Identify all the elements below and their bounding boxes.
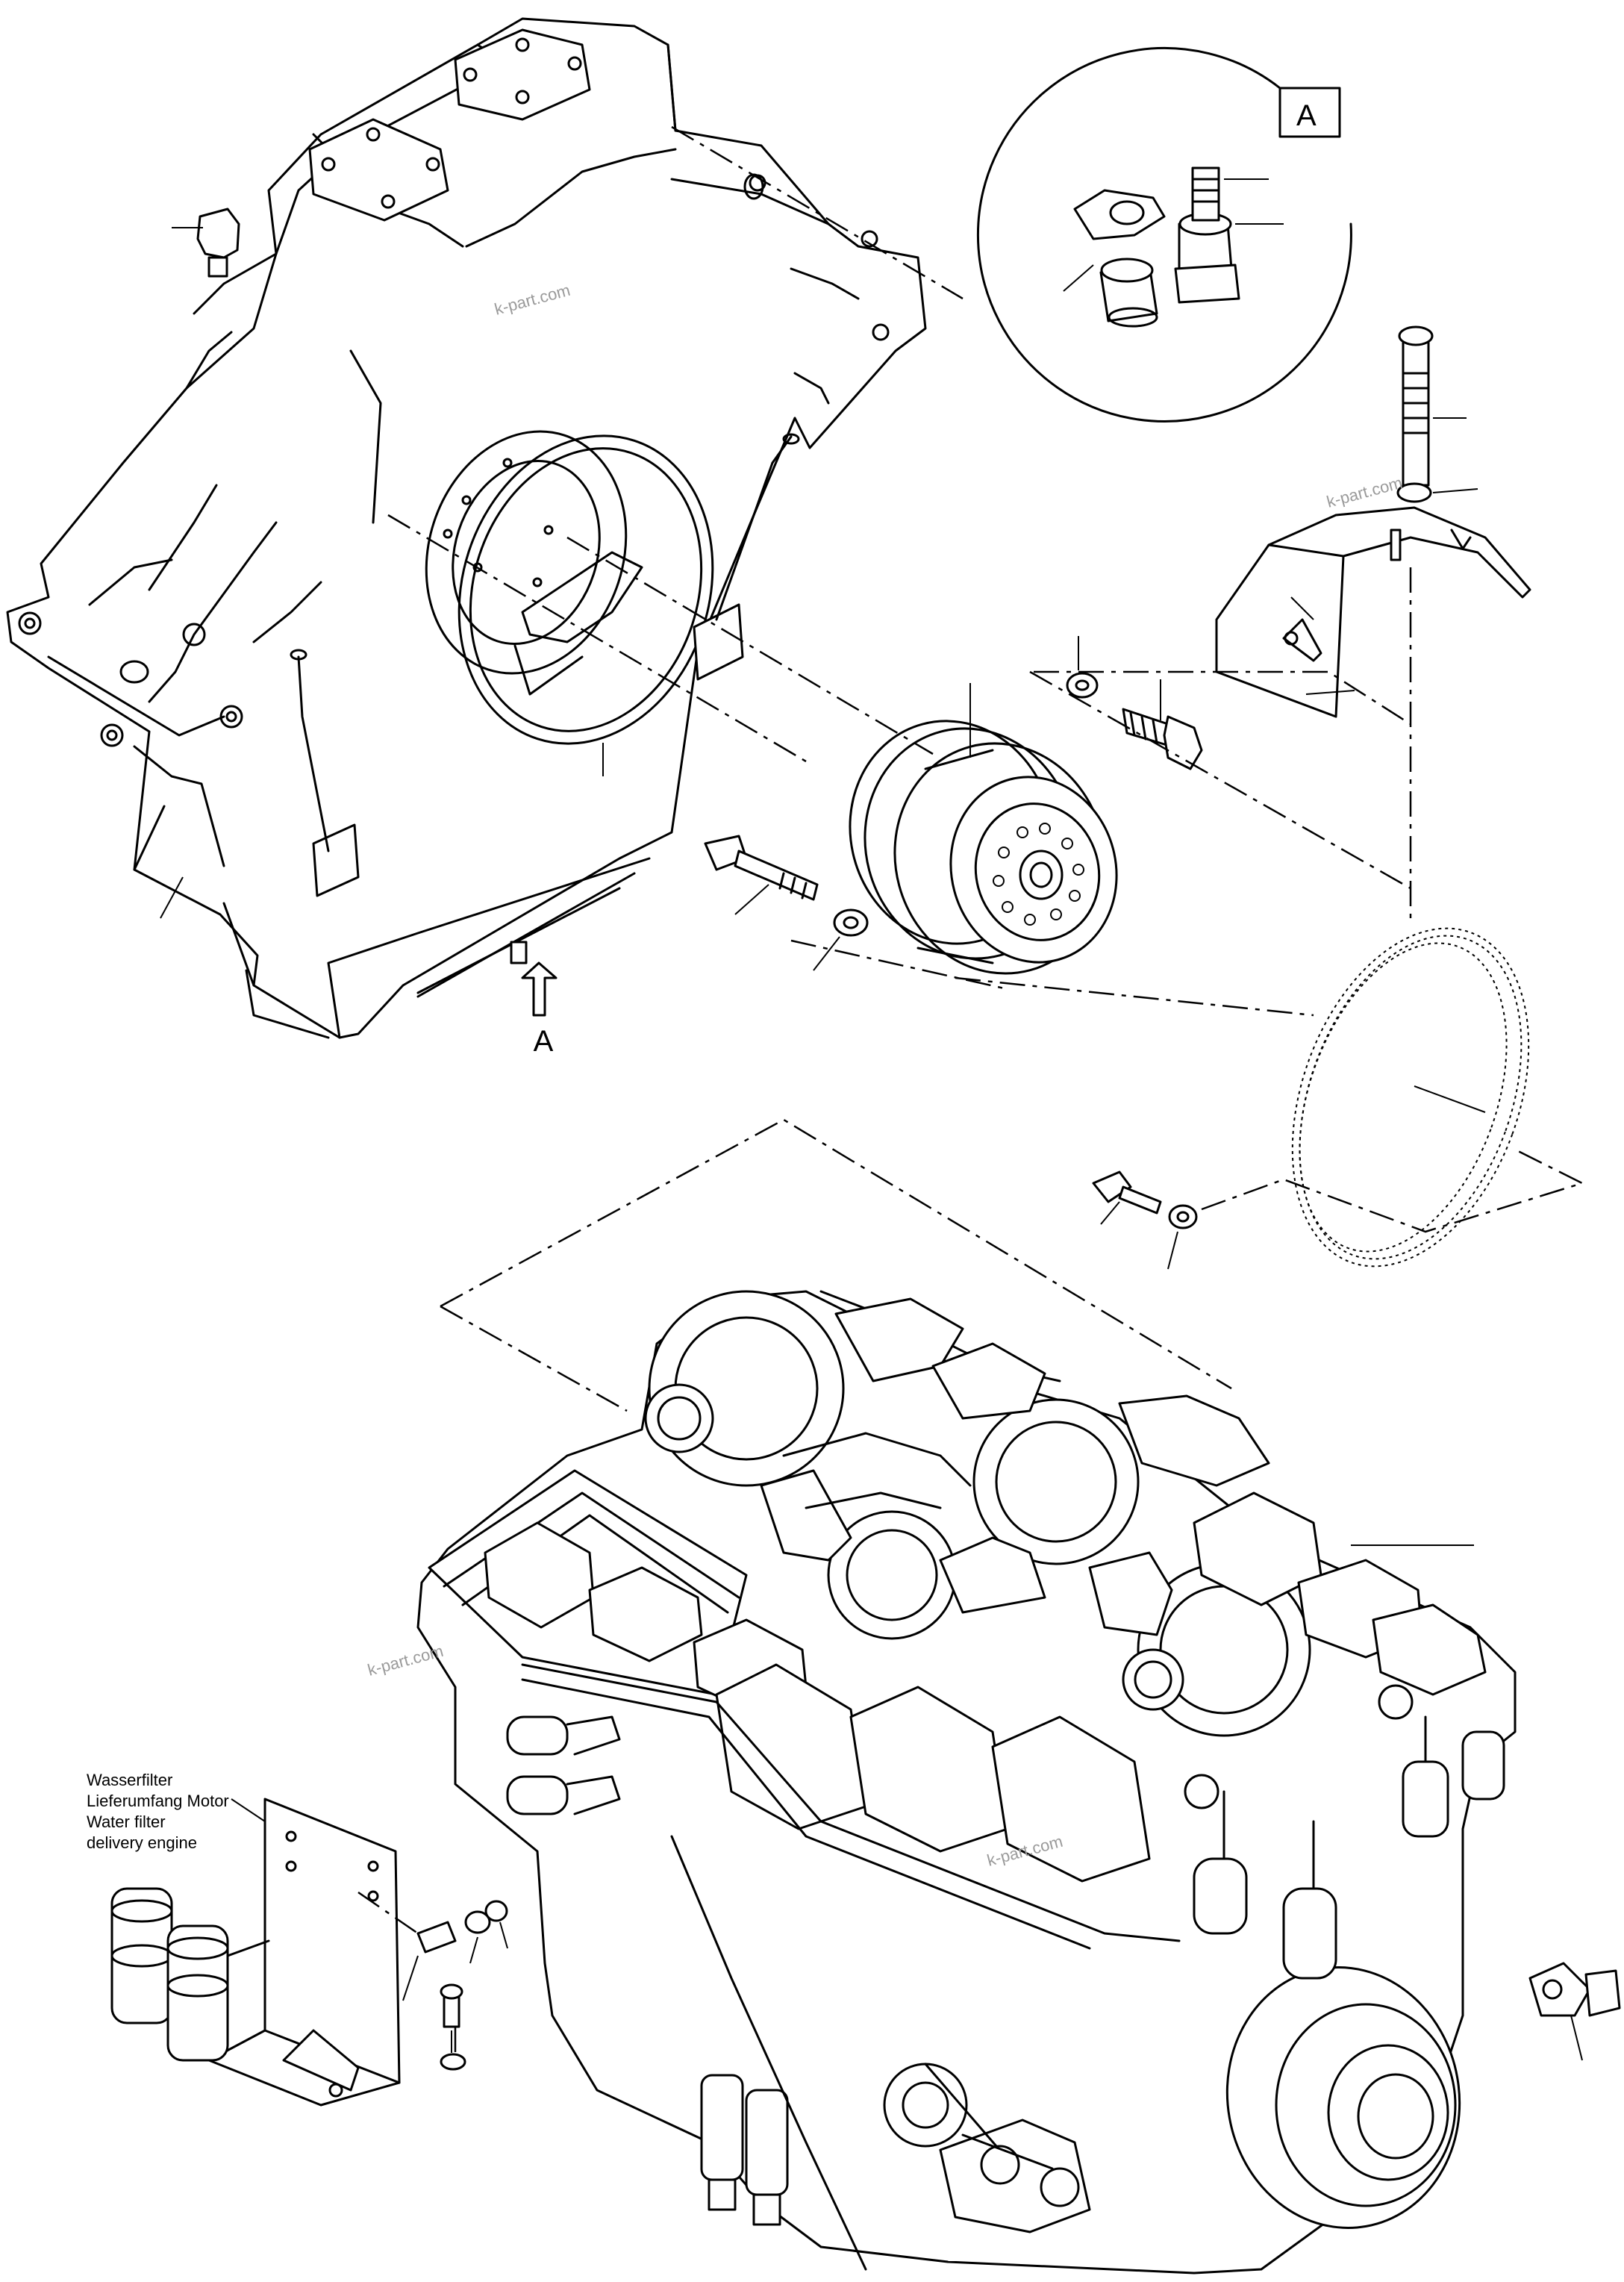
assembly-centre-lines (387, 125, 1585, 1412)
legend-line-4: delivery engine (87, 1833, 197, 1852)
detail-a-box (1278, 87, 1341, 138)
guard-plate (1215, 325, 1531, 718)
water-filter-legend: Wasserfilter Lieferumfang Motor Water fi… (87, 1771, 229, 1852)
flywheel-housing (6, 17, 927, 1039)
view-arrow-label: A (534, 1025, 554, 1058)
watermark-2: k-part.com (1325, 473, 1405, 511)
housing-leaders (160, 743, 604, 919)
legend-line-3: Water filter (87, 1812, 166, 1831)
legend-line-2: Lieferumfang Motor (87, 1792, 229, 1810)
engine-assembly (416, 1290, 1517, 2275)
pressure-fitting (1528, 1962, 1621, 2061)
flywheel (849, 683, 1118, 975)
water-filter-bracket (110, 1798, 508, 2107)
vent-plug (172, 208, 240, 278)
flywheel-bolt-lower (704, 835, 869, 971)
detail-a-circle: A (976, 47, 1352, 423)
detail-a-label: A (1296, 99, 1317, 132)
adapter-bolt (1092, 1170, 1198, 1270)
legend-line-1: Wasserfilter (87, 1771, 172, 1789)
flexplate-ring (1291, 927, 1530, 1268)
flywheel-bolt-upper (1066, 636, 1203, 770)
view-arrow-a: A (521, 961, 558, 1058)
watermark-3: k-part.com (366, 1642, 446, 1680)
